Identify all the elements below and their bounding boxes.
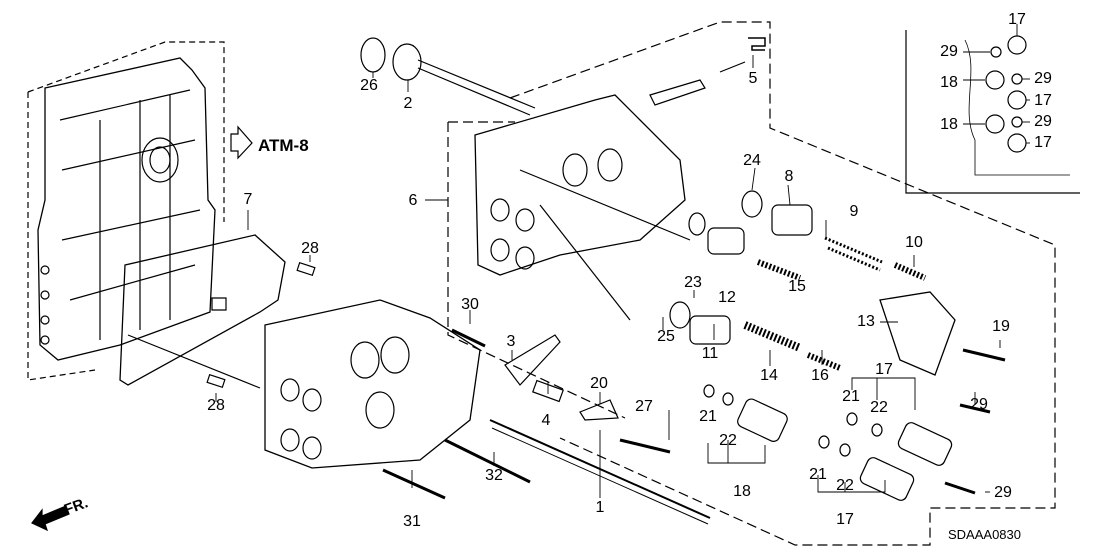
callout-27[interactable]: 27	[635, 398, 653, 415]
inset-callout-18-b[interactable]: 18	[940, 116, 958, 133]
separator-plate	[120, 235, 285, 388]
inset-callout-29-a[interactable]: 29	[940, 43, 958, 60]
callout-19[interactable]: 19	[992, 318, 1010, 335]
callout-6[interactable]: 6	[408, 192, 418, 209]
callout-18[interactable]: 18	[733, 483, 751, 500]
cross-reference-arrow-icon	[231, 127, 252, 158]
callout-32[interactable]: 32	[485, 467, 503, 484]
callout-13[interactable]: 13	[857, 313, 875, 330]
solenoid-valves	[704, 385, 954, 502]
leader-lines	[216, 24, 1030, 498]
inset-callout-29-c[interactable]: 29	[1034, 113, 1052, 130]
inset-callout-17-b[interactable]: 17	[1034, 92, 1052, 109]
callout-1[interactable]: 1	[595, 499, 605, 516]
callout-17-lower[interactable]: 17	[836, 511, 854, 528]
callout-5[interactable]: 5	[748, 70, 758, 87]
callout-29-upper[interactable]: 29	[970, 396, 988, 413]
callout-22-c[interactable]: 22	[836, 477, 854, 494]
callout-15[interactable]: 15	[788, 278, 806, 295]
inset-box	[906, 30, 1080, 193]
callout-9[interactable]: 9	[849, 203, 859, 220]
callout-23[interactable]: 23	[684, 274, 702, 291]
callout-26[interactable]: 26	[360, 77, 378, 94]
front-direction-arrow-icon	[32, 506, 69, 530]
callout-17-upper[interactable]: 17	[875, 361, 893, 378]
callout-21-a[interactable]: 21	[699, 408, 717, 425]
reference-code: SDAAA0830	[948, 527, 1021, 542]
callout-24[interactable]: 24	[743, 152, 761, 169]
callout-31[interactable]: 31	[403, 513, 421, 530]
cross-reference-label[interactable]: ATM-8	[258, 136, 309, 155]
callout-4[interactable]: 4	[541, 412, 551, 429]
callout-21-c[interactable]: 21	[809, 466, 827, 483]
callout-2[interactable]: 2	[403, 95, 413, 112]
callout-7[interactable]: 7	[243, 191, 253, 208]
secondary-valve-body	[265, 300, 480, 468]
callout-28-lower[interactable]: 28	[207, 397, 225, 414]
inset-callout-29-b[interactable]: 29	[1034, 70, 1052, 87]
main-valve-body	[28, 42, 224, 380]
lock-up-valve	[361, 38, 535, 115]
callout-8[interactable]: 8	[784, 168, 794, 185]
inset-callout-18-a[interactable]: 18	[940, 74, 958, 91]
inset-callout-17-c[interactable]: 17	[1034, 134, 1052, 151]
callout-25[interactable]: 25	[657, 328, 675, 345]
callout-21-b[interactable]: 21	[842, 388, 860, 405]
callout-3[interactable]: 3	[506, 333, 516, 350]
callout-22-b[interactable]: 22	[870, 399, 888, 416]
regulator-valve-body	[448, 22, 1055, 545]
callout-11[interactable]: 11	[701, 345, 719, 362]
rings-pistons-springs	[670, 191, 955, 375]
dowel-pins	[207, 263, 315, 388]
valve-spool-and-clip	[650, 38, 765, 105]
callout-14[interactable]: 14	[760, 367, 778, 384]
callout-10[interactable]: 10	[905, 234, 923, 251]
callout-12[interactable]: 12	[718, 289, 736, 306]
callout-16[interactable]: 16	[811, 367, 829, 384]
callout-20[interactable]: 20	[590, 375, 608, 392]
inset-callout-17-a[interactable]: 17	[1008, 11, 1026, 28]
fasteners	[383, 330, 1005, 524]
callout-29-lower[interactable]: 29	[994, 484, 1012, 501]
callout-22-a[interactable]: 22	[719, 432, 737, 449]
callout-30[interactable]: 30	[461, 296, 479, 313]
callout-28-upper[interactable]: 28	[301, 240, 319, 257]
